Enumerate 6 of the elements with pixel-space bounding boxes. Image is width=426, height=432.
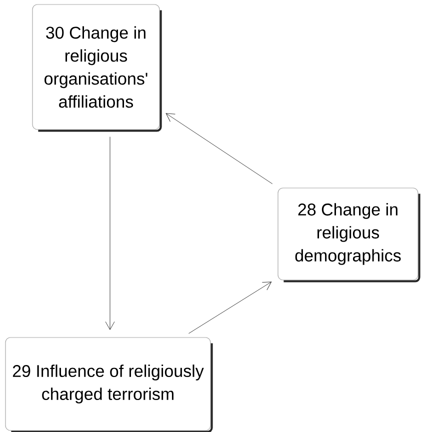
- text-box: 29 Influence of religiously charged terrorism: [5, 337, 213, 432]
- arrow: [105, 136, 115, 330]
- arrow: [188, 282, 272, 334]
- text-box: 30 Change in religious organisations' affiliations: [32, 4, 162, 132]
- text-box: 28 Change in religious demographics: [278, 188, 420, 282]
- arrow: [166, 113, 273, 184]
